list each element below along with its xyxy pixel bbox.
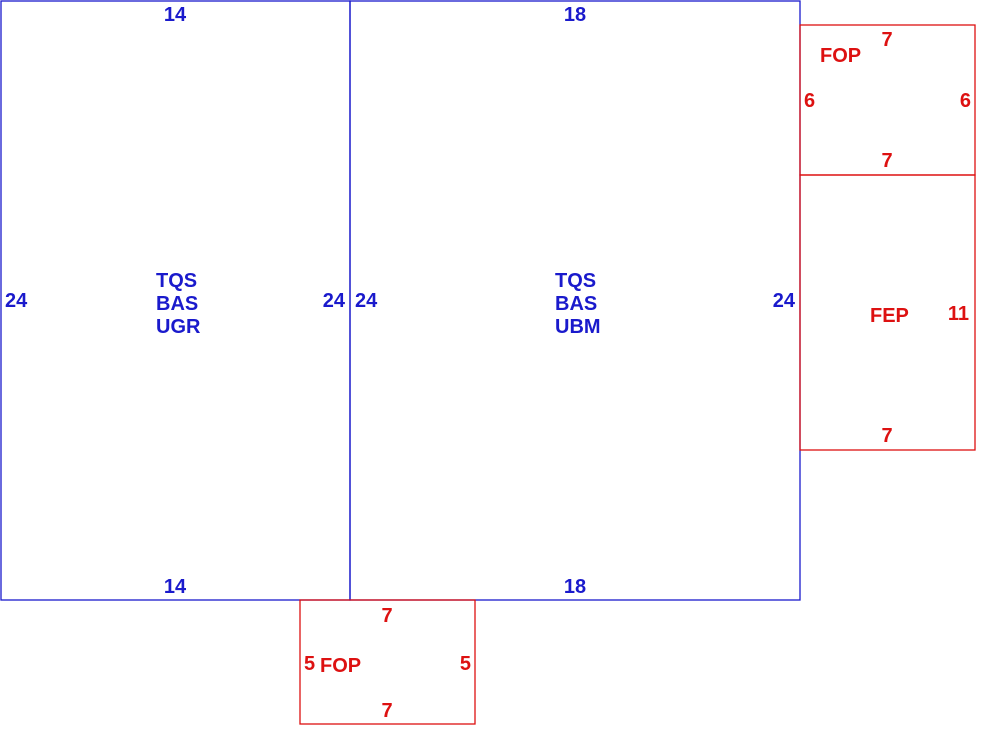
area-fop-bottom-outline (299, 599, 476, 725)
area-ugr: 14 14 24 24 TQS BAS UGR (0, 0, 351, 601)
area-ugr-dim-top: 14 (164, 4, 187, 26)
area-ugr-name-line-2: BAS (156, 293, 198, 315)
area-ubm-dim-bottom: 18 (564, 576, 586, 598)
area-ubm-name-line-3: UBM (555, 316, 601, 338)
area-fop-bottom-dim-right: 5 (460, 653, 471, 675)
area-fep-name: FEP (870, 305, 909, 327)
area-fep-outline (799, 174, 976, 451)
area-fop-right-dim-right: 6 (960, 90, 971, 112)
area-ugr-name-line-3: UGR (156, 316, 201, 338)
area-fop-right-dim-top: 7 (881, 29, 892, 51)
area-ubm-name-line-2: BAS (555, 293, 597, 315)
area-ubm-dim-right: 24 (773, 290, 796, 312)
area-fop-bottom-name: FOP (320, 655, 361, 677)
area-ugr-dim-bottom: 14 (164, 576, 187, 598)
area-fop-bottom-dim-top: 7 (381, 605, 392, 627)
area-ugr-name-line-1: TQS (156, 270, 197, 292)
area-ugr-dim-right: 24 (323, 290, 346, 312)
area-fop-bottom-dim-left: 5 (304, 653, 315, 675)
area-ugr-dim-left: 24 (5, 290, 28, 312)
area-fop-bottom-dim-bottom: 7 (381, 700, 392, 722)
area-fop-bottom: 7 7 5 5 FOP (299, 599, 476, 725)
area-fop-right: 7 7 6 6 FOP (799, 24, 976, 176)
area-fep: 7 11 FEP (799, 174, 976, 451)
area-fep-dim-right: 11 (948, 303, 969, 325)
area-fep-dim-bottom: 7 (881, 425, 892, 447)
area-ubm: 18 18 24 24 TQS BAS UBM (349, 0, 801, 601)
area-fop-right-dim-bottom: 7 (881, 150, 892, 172)
area-ubm-dim-left: 24 (355, 290, 378, 312)
area-ubm-dim-top: 18 (564, 4, 586, 26)
area-fop-right-name: FOP (820, 45, 861, 67)
area-fop-right-dim-left: 6 (804, 90, 815, 112)
area-ubm-name-line-1: TQS (555, 270, 596, 292)
